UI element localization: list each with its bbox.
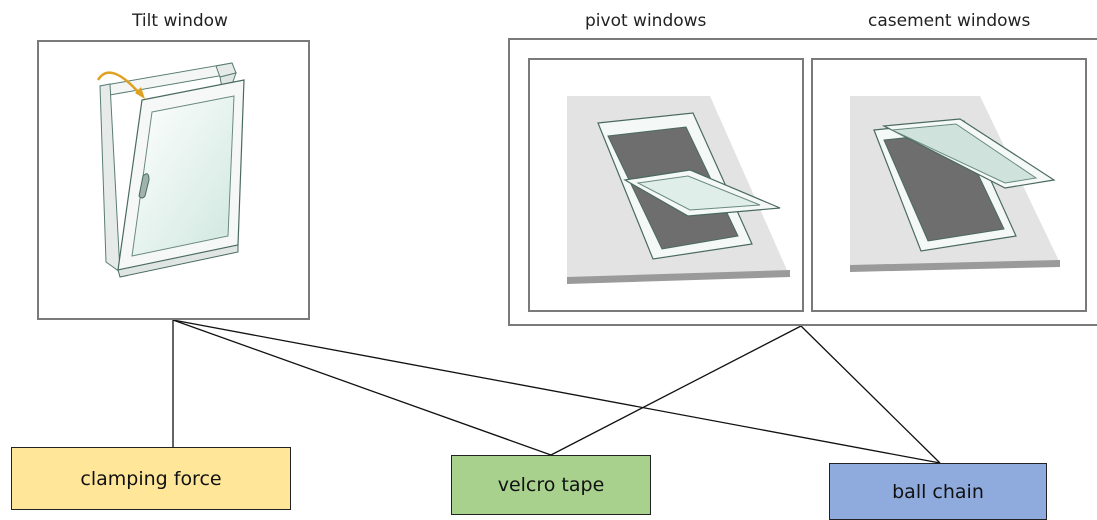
tilt-window-icon	[96, 62, 245, 278]
clamping-force-label: clamping force	[11, 447, 291, 510]
tilt-window-frame	[37, 40, 310, 320]
connector-lines	[172, 319, 941, 464]
title-casement-windows: casement windows	[868, 11, 1031, 31]
line-tilt-to-velcro	[172, 319, 552, 456]
casement-window-frame	[811, 58, 1087, 312]
pivot-window-frame	[528, 58, 804, 312]
line-tilt-to-ball	[172, 319, 941, 464]
ball-chain-label: ball chain	[829, 463, 1047, 520]
casement-window-icon	[850, 96, 1060, 272]
pivot-window-icon	[567, 96, 790, 284]
window-group-frame	[508, 38, 1097, 326]
velcro-tape-label: velcro tape	[451, 455, 651, 515]
line-pivot-to-velcro	[550, 325, 802, 456]
title-pivot-windows: pivot windows	[585, 11, 707, 31]
line-pivot-to-ball	[800, 325, 941, 464]
title-tilt-window: Tilt window	[132, 11, 228, 31]
